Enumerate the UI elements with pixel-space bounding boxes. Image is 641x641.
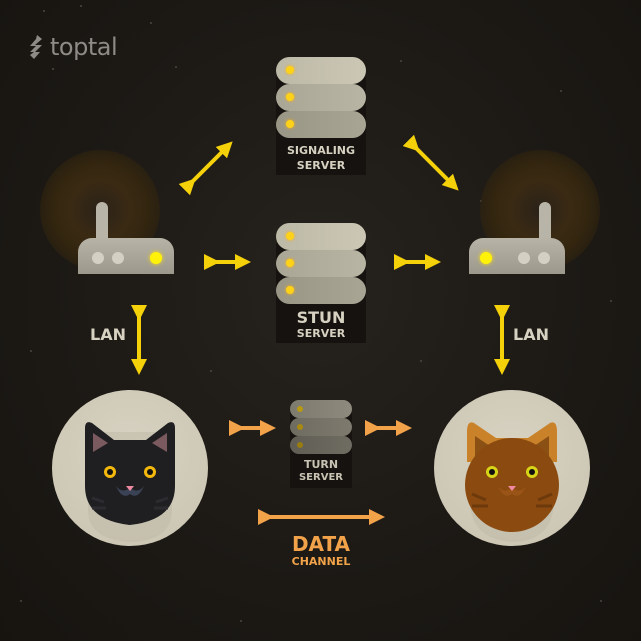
lan-left-label: LAN	[90, 325, 126, 344]
orange-cat-icon	[465, 422, 559, 542]
star	[600, 600, 602, 602]
star	[43, 10, 45, 12]
label-line2: SERVER	[296, 159, 346, 172]
star	[175, 66, 177, 68]
lan-right-label: LAN	[513, 325, 549, 344]
led-icon	[286, 120, 294, 128]
star	[240, 620, 242, 622]
led-icon	[286, 93, 294, 101]
toptal-logo[interactable]: toptal	[28, 33, 118, 61]
star	[52, 68, 54, 70]
label-line2: CHANNEL	[291, 555, 351, 568]
stun-server-label: STUN SERVER	[276, 309, 366, 341]
router-light-active	[150, 252, 162, 264]
label-line1: DATA	[291, 532, 351, 556]
peer-left-black-cat[interactable]	[52, 390, 208, 546]
toptal-logo-text: toptal	[50, 33, 118, 61]
router-light	[112, 252, 124, 264]
star	[400, 60, 402, 62]
led-icon	[286, 232, 294, 240]
star	[150, 22, 152, 24]
router-light	[92, 252, 104, 264]
arrow-router-left-signaling	[178, 141, 233, 196]
signaling-server-label: SIGNALING SERVER	[276, 143, 366, 173]
router-right[interactable]	[460, 150, 610, 290]
label-line2: SERVER	[298, 472, 343, 483]
led-icon	[286, 66, 294, 74]
star	[80, 5, 82, 7]
star	[420, 360, 422, 362]
led-icon	[297, 442, 303, 448]
led-icon	[286, 259, 294, 267]
label-line1: SIGNALING	[286, 144, 356, 157]
server-unit	[290, 400, 352, 418]
label-line2: SERVER	[296, 327, 346, 340]
server-unit	[290, 436, 352, 454]
black-cat-icon	[85, 422, 175, 542]
star	[610, 300, 612, 302]
router-light	[518, 252, 530, 264]
star	[30, 350, 32, 352]
router-light	[538, 252, 550, 264]
data-channel-label: DATA CHANNEL	[271, 533, 371, 569]
turn-server[interactable]: TURN SERVER	[290, 400, 352, 488]
turn-server-label: TURN SERVER	[290, 458, 352, 484]
label-line1: STUN	[296, 308, 346, 327]
stun-server[interactable]: STUN SERVER	[276, 223, 366, 348]
arrow-signaling-router-right	[402, 134, 459, 191]
signaling-server[interactable]: SIGNALING SERVER	[276, 57, 366, 177]
led-icon	[297, 424, 303, 430]
led-icon	[297, 406, 303, 412]
server-unit	[290, 418, 352, 436]
router-left[interactable]	[40, 150, 190, 290]
toptal-logo-icon	[30, 35, 42, 59]
led-icon	[286, 286, 294, 294]
router-light-active	[480, 252, 492, 264]
star	[560, 90, 562, 92]
star	[20, 600, 22, 602]
star	[210, 370, 212, 372]
peer-right-orange-cat[interactable]	[434, 390, 590, 546]
label-line1: TURN	[303, 458, 339, 471]
